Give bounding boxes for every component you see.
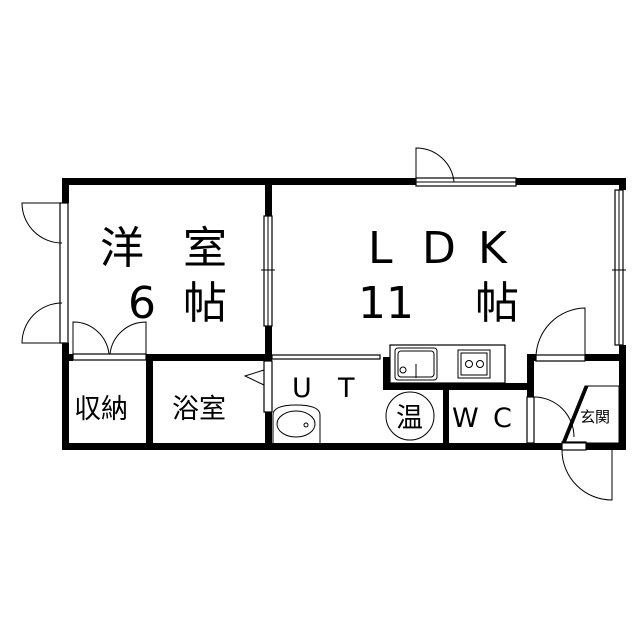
ldk-label-l: L (368, 223, 393, 274)
door-ldk-top (415, 147, 455, 183)
western-room-size-num: 6 (128, 278, 156, 329)
door-ldk-entrance (535, 307, 586, 362)
utility-label-t: T (337, 373, 355, 404)
bathroom-label: 浴室 (172, 394, 226, 425)
entrance-label: 玄関 (580, 408, 610, 426)
ldk-label-d: D (422, 223, 456, 274)
ldk-size-unit: 帖 (475, 278, 519, 329)
western-room-label-1: 洋 (100, 223, 144, 274)
washbasin (272, 404, 321, 443)
window-western-left (59, 202, 69, 344)
ldk-label-k: K (478, 223, 508, 274)
door-left-upper (21, 202, 63, 244)
door-toilet (526, 396, 575, 444)
kitchen-counter (389, 344, 506, 384)
toilet-label-w: W (452, 403, 479, 434)
toilet-label-c: C (493, 403, 512, 434)
entrance-step (561, 385, 620, 444)
window-western-ldk (261, 215, 275, 327)
walls (62, 178, 626, 450)
door-bathroom (243, 360, 273, 413)
window-ldk-top (415, 177, 517, 187)
window-ldk-right (612, 189, 626, 346)
door-front (561, 441, 613, 501)
western-room-size-unit: 帖 (183, 278, 227, 329)
door-ut-top (271, 354, 381, 360)
water-heater (385, 391, 435, 441)
utility-label-u: U (292, 373, 312, 404)
ldk-size-num: 11 (358, 278, 414, 329)
storage-label: 収納 (74, 394, 128, 425)
western-room-label-2: 室 (183, 223, 227, 274)
water-heater-label: 温 (396, 403, 423, 434)
door-left-lower (21, 302, 63, 344)
door-closet-double (72, 321, 147, 361)
